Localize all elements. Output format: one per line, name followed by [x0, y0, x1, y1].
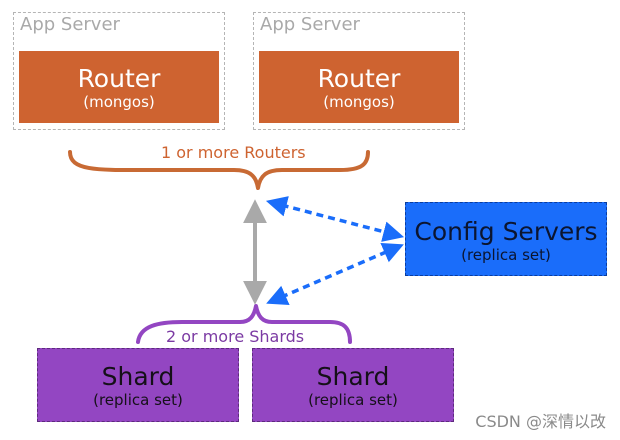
shard-subtitle-2: (replica set): [308, 391, 398, 409]
router-title-2: Router: [317, 64, 401, 93]
app-server-container-2: App Server: [253, 12, 465, 130]
shard-title-1: Shard: [101, 362, 175, 391]
app-server-label-1: App Server: [20, 14, 120, 35]
router-config-arrow: [265, 196, 405, 242]
router-title-1: Router: [77, 64, 161, 93]
watermark-text: CSDN @深情以改: [475, 412, 606, 431]
shard-subtitle-1: (replica set): [93, 391, 183, 409]
router-subtitle-1: (mongos): [83, 93, 155, 111]
router-box-1: Router (mongos): [19, 51, 219, 123]
routers-brace-label: 1 or more Routers: [161, 143, 306, 162]
config-servers-box: Config Servers (replica set): [405, 202, 607, 276]
shard-box-1: Shard (replica set): [37, 348, 239, 422]
shard-config-arrow: [266, 243, 404, 305]
app-server-container-1: App Server: [13, 12, 225, 130]
router-subtitle-2: (mongos): [323, 93, 395, 111]
routers-brace: [68, 150, 370, 190]
shards-brace-label: 2 or more Shards: [166, 327, 305, 346]
config-servers-subtitle: (replica set): [461, 246, 551, 264]
app-server-label-2: App Server: [260, 14, 360, 35]
router-box-2: Router (mongos): [259, 51, 459, 123]
shard-box-2: Shard (replica set): [252, 348, 454, 422]
shards-brace: [136, 304, 352, 344]
config-servers-title: Config Servers: [414, 217, 598, 246]
shard-title-2: Shard: [316, 362, 390, 391]
